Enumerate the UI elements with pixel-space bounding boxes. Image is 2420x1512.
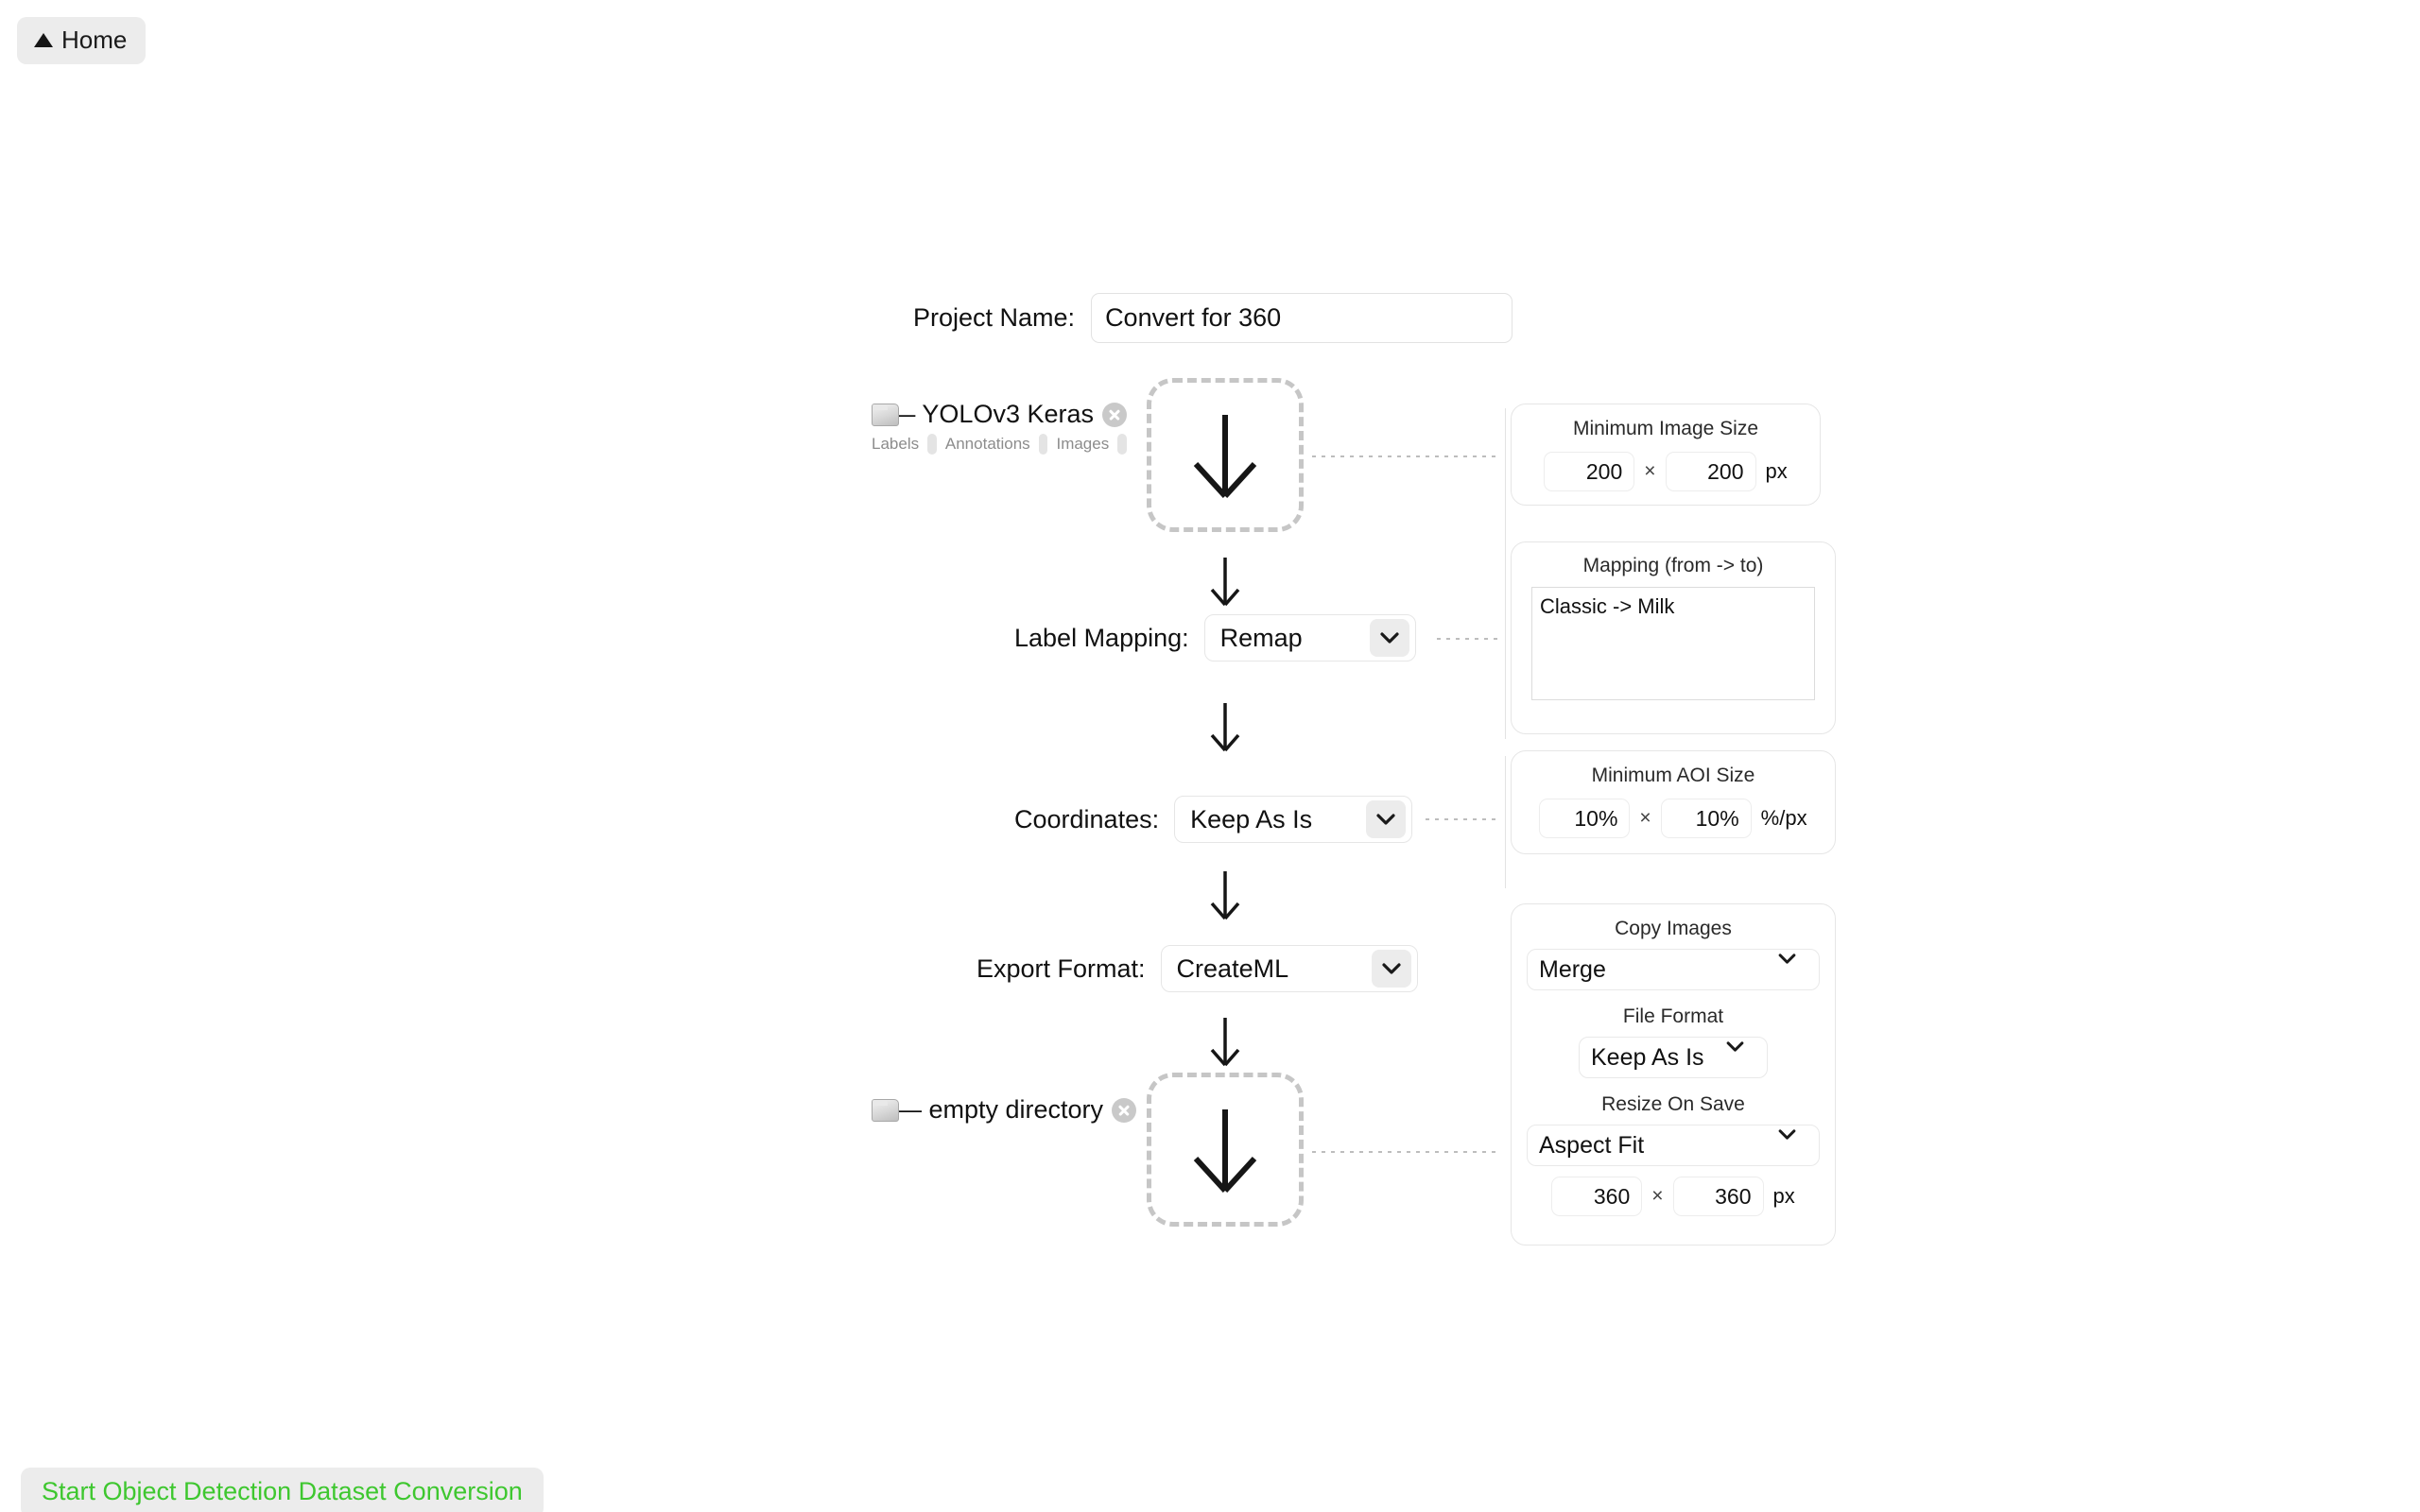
destination-directory-line: — empty directory [872,1095,1136,1125]
resize-on-save-value: Aspect Fit [1539,1131,1645,1159]
label-mapping-row: Label Mapping: Remap [1014,614,1416,662]
project-name-row: Project Name: [913,293,1513,343]
resize-separator: × [1651,1185,1664,1207]
connector-destination-to-output [1312,1151,1501,1153]
output-options-panel: Copy Images Merge File Format Keep As Is… [1511,903,1836,1246]
destination-directory-name: — empty directory [895,1095,1103,1124]
source-dataset-name: — YOLOv3 Keras [890,400,1094,428]
resize-width-input[interactable] [1551,1177,1643,1216]
flow-arrow-2 [1210,703,1240,752]
chevron-down-icon [1778,954,1814,986]
label-mapping-select[interactable]: Remap [1203,614,1416,662]
resize-height-input[interactable] [1672,1177,1764,1216]
panel-column-rule-2 [1505,756,1506,888]
counter-label-annotations: Annotations [944,435,1030,453]
size-separator: × [1644,460,1656,482]
coordinates-value: Keep As Is [1190,804,1313,833]
min-aoi-width-input[interactable] [1539,799,1631,838]
min-aoi-size-title: Minimum AOI Size [1591,765,1755,786]
min-aoi-size-panel: Minimum AOI Size × %/px [1511,750,1836,854]
source-remove-icon[interactable] [1102,402,1127,427]
file-format-value: Keep As Is [1591,1043,1704,1071]
home-button[interactable]: Home [17,17,147,64]
folder-icon [872,403,899,426]
export-format-select[interactable]: CreateML [1160,945,1418,992]
min-image-size-title: Minimum Image Size [1572,418,1759,439]
folder-icon [872,1098,899,1122]
label-mapping-label: Label Mapping: [1014,623,1189,652]
chevron-down-icon [1369,619,1409,657]
counter-label-labels: Labels [872,435,920,453]
counter-badge-labels [927,434,937,455]
copy-images-title: Copy Images [1615,918,1732,939]
file-format-title: File Format [1622,1005,1724,1027]
flow-arrow-1 [1210,558,1240,607]
resize-unit: px [1772,1184,1795,1208]
export-format-row: Export Format: CreateML [977,945,1418,992]
min-image-size-unit: px [1765,459,1788,483]
export-format-label: Export Format: [977,954,1146,983]
connector-labelmapping-to-mapping [1437,638,1501,640]
counter-badge-images [1117,434,1127,455]
connector-coordinates-to-aoi [1426,818,1501,820]
start-conversion-button[interactable]: Start Object Detection Dataset Conversio… [21,1468,544,1512]
coordinates-select[interactable]: Keep As Is [1174,796,1413,843]
arrow-down-icon [1193,1108,1257,1193]
chevron-down-icon [1371,950,1411,988]
aoi-separator: × [1639,807,1651,829]
source-dropzone[interactable] [1147,378,1304,532]
project-name-input[interactable] [1091,293,1513,343]
min-aoi-size-unit: %/px [1760,806,1807,830]
copy-images-value: Merge [1539,955,1606,983]
destination-remove-icon[interactable] [1112,1097,1136,1123]
flow-arrow-4 [1210,1018,1240,1067]
label-mapping-value: Remap [1219,623,1303,652]
destination-dropzone[interactable] [1147,1073,1304,1227]
coordinates-row: Coordinates: Keep As Is [1014,796,1413,843]
resize-on-save-select[interactable]: Aspect Fit [1527,1125,1820,1166]
arrow-down-icon [1193,414,1257,498]
flow-arrow-3 [1210,871,1240,920]
coordinates-label: Coordinates: [1014,804,1160,833]
chevron-down-icon [1366,800,1407,838]
min-image-width-input[interactable] [1544,452,1635,491]
project-name-label: Project Name: [913,303,1076,332]
source-counters: Labels Annotations Images [872,434,1127,455]
file-format-select[interactable]: Keep As Is [1579,1037,1768,1078]
mapping-panel: Mapping (from -> to) [1511,541,1836,734]
counter-label-images: Images [1056,435,1110,453]
panel-column-rule [1505,408,1506,739]
source-dataset-line: — YOLOv3 Keras [872,400,1127,429]
mapping-textarea[interactable] [1531,587,1815,700]
resize-size-fields: × px [1512,1177,1835,1216]
min-aoi-size-fields: × %/px [1512,799,1835,838]
connector-source-to-minsize [1312,455,1501,457]
export-format-value: CreateML [1176,954,1289,983]
counter-badge-annotations [1038,434,1048,455]
copy-images-select[interactable]: Merge [1527,949,1820,990]
source-dataset-block: — YOLOv3 Keras Labels Annotations Images [872,400,1127,455]
min-aoi-height-input[interactable] [1660,799,1752,838]
chevron-down-icon [1726,1041,1762,1074]
home-button-label: Home [61,26,128,54]
mapping-title: Mapping (from -> to) [1582,555,1764,576]
chevron-down-icon [1778,1129,1814,1161]
min-image-height-input[interactable] [1665,452,1756,491]
resize-on-save-title: Resize On Save [1601,1093,1745,1115]
triangle-up-icon [34,33,53,47]
min-image-size-panel: Minimum Image Size × px [1511,404,1821,506]
min-image-size-fields: × px [1512,452,1820,491]
destination-directory-block: — empty directory [872,1095,1136,1125]
